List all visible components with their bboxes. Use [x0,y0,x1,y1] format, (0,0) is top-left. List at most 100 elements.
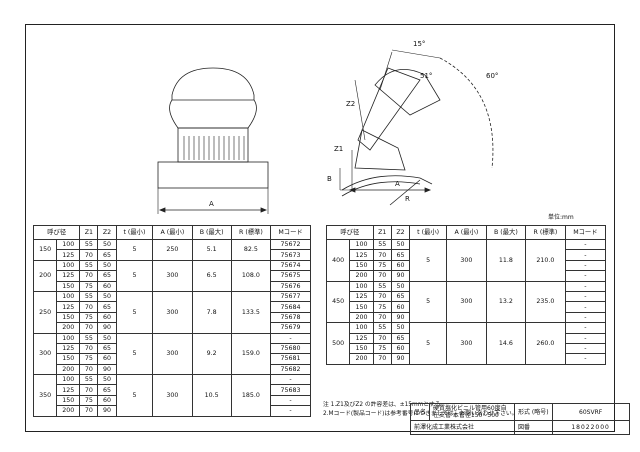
mcode-cell: - [270,332,311,344]
b-cell: 14.6 [485,322,527,365]
t-cell: 5 [115,374,154,417]
model-value: 60SVRF [551,403,630,421]
branch-cell: 125 [349,332,374,344]
mcode-cell: 75680 [270,342,311,355]
b-cell: 7.8 [191,290,232,334]
z2-cell: 50 [97,374,117,386]
t-cell: 5 [115,239,154,261]
z1-cell: 75 [79,311,99,324]
dimension-R [389,179,421,206]
size-cell: 200 [32,259,58,292]
mcode-cell: 75675 [270,270,311,282]
mcode-cell: 75673 [270,249,311,261]
a-cell: 300 [446,239,487,282]
branch-cell: 100 [349,322,374,334]
mcode-cell: - [564,322,607,334]
a-cell: 250 [152,239,193,261]
unit-label: 単位:mm [548,214,574,221]
t-cell: 5 [115,332,154,376]
drawing-no: 18022000 [551,420,630,435]
header-cell: Z2 [97,225,117,240]
label-B: B [327,175,332,183]
mcode-cell: - [564,290,607,303]
branch-cell: 100 [349,280,374,292]
mcode-cell: 75683 [270,384,311,396]
t-cell: 5 [409,239,448,282]
z2-cell: 90 [97,363,117,376]
label-angle-15: 15° [413,40,426,48]
mcode-cell: 75677 [270,290,311,303]
z1-cell: 70 [372,290,392,303]
z2-cell: 90 [390,270,411,282]
z2-cell: 60 [97,353,117,365]
r-cell: 235.0 [525,280,566,324]
side-view-saddle [341,175,433,191]
z2-cell: 90 [390,353,411,365]
z1-cell: 70 [79,249,99,261]
z1-cell: 70 [79,270,99,282]
mcode-cell: - [270,374,311,386]
z1-cell: 70 [372,332,392,344]
name-value: 硬質塩化ビニル管用60度自在支管 本管径150~500 [429,403,516,421]
z1-cell: 75 [79,280,99,292]
z1-cell: 70 [372,353,392,365]
z1-cell: 75 [372,342,392,355]
note-line-1: 注 1.Z1及びZ2 の許容差は、±15mmとする。 [323,402,447,408]
front-view-bulb [169,99,257,129]
r-cell: 185.0 [230,374,272,417]
z1-cell: 55 [79,332,99,344]
z1-cell: 55 [79,259,99,272]
header-cell: R (標準) [525,225,566,240]
mcode-cell: - [564,353,607,365]
header-cell: Mコード [270,225,311,240]
mcode-cell: - [564,270,607,282]
z2-cell: 60 [390,342,411,355]
t-cell: 5 [115,290,154,334]
side-view-head [374,68,441,116]
branch-cell: 150 [56,353,81,365]
z1-cell: 75 [79,353,99,365]
header-cell: R (標準) [230,225,272,240]
branch-cell: 150 [56,311,81,324]
z1-cell: 55 [79,238,99,251]
company-name: 前澤化成工業株式会社 [409,420,516,435]
z1-cell: 70 [79,363,99,376]
size-cell: 450 [325,280,351,324]
a-cell: 300 [446,280,487,324]
z2-cell: 65 [390,332,411,344]
size-cell: 500 [325,322,351,365]
z2-cell: 65 [97,342,117,355]
z2-cell: 65 [97,301,117,313]
size-cell: 150 [32,239,58,261]
b-cell: 10.5 [191,374,232,417]
t-cell: 5 [409,322,448,365]
branch-cell: 150 [349,301,374,313]
front-view-saddle [157,161,269,189]
branch-cell: 125 [56,384,81,396]
r-cell: 108.0 [230,259,272,292]
z1-cell: 55 [372,280,392,292]
branch-cell: 150 [349,259,374,272]
branch-cell: 150 [56,280,81,292]
z2-cell: 65 [97,249,117,261]
a-cell: 300 [152,332,193,376]
mcode-cell: 75681 [270,353,311,365]
z2-cell: 60 [97,280,117,292]
mcode-cell: 75678 [270,311,311,324]
header-cell: Z2 [390,225,411,240]
branch-cell: 125 [56,270,81,282]
z1-cell: 70 [79,384,99,396]
branch-cell: 200 [349,353,374,365]
front-view-collar [177,127,249,163]
branch-cell: 100 [56,332,81,344]
header-cell: Z1 [79,225,99,240]
z1-cell: 55 [79,374,99,386]
branch-cell: 125 [349,290,374,303]
